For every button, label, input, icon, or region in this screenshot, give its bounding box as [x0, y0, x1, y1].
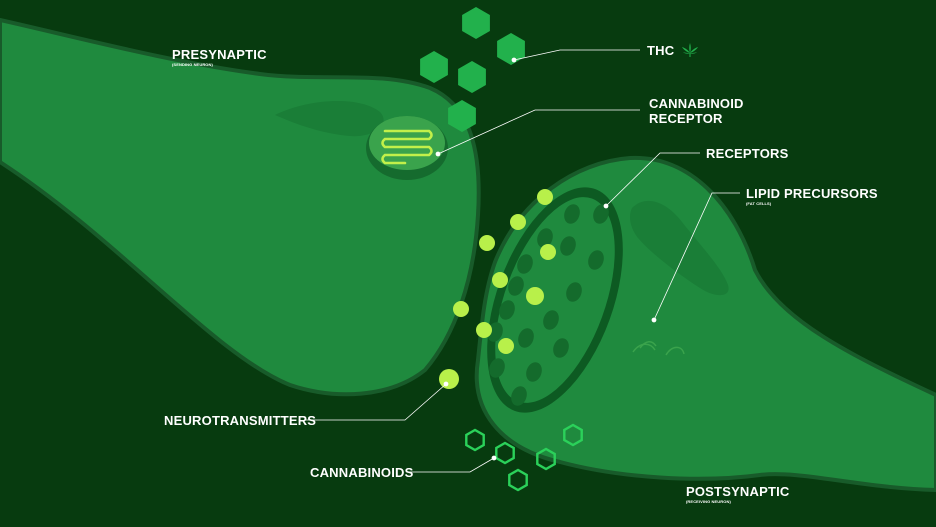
leader-lines [305, 49, 740, 473]
label-cannabinoid-receptor-line2: RECEPTOR [649, 111, 723, 126]
leader-thc-dot [511, 57, 517, 63]
receptor-zigzag [381, 129, 433, 165]
receptor-dot [566, 282, 582, 302]
leader-lipid-precursors-dot [651, 317, 657, 323]
neurotransmitter-dot [476, 322, 492, 338]
label-presynaptic-sub: (SENDING NEURON) [172, 62, 213, 67]
neurotransmitter-dot [540, 244, 556, 260]
presynaptic-shade [275, 101, 384, 137]
cannabinoid-molecule [563, 423, 583, 447]
label-cannabinoids: CANNABINOIDS [310, 465, 414, 480]
label-cannabinoid-receptor-line1: CANNABINOID [649, 96, 744, 111]
receptor-dot [526, 362, 542, 382]
label-thc-text: THC [647, 43, 675, 58]
receptor-dot [564, 204, 580, 224]
label-neurotransmitters: NEUROTRANSMITTERS [164, 413, 317, 428]
receptor-dot [508, 276, 524, 296]
label-lipid-precursors: LIPID PRECURSORS (FAT CELLS) [746, 186, 878, 206]
cannabinoid-receptor [366, 116, 448, 180]
receptor-cluster [487, 187, 623, 413]
label-postsynaptic: POSTSYNAPTIC (RECEIVING NEURON) [686, 484, 790, 504]
neurotransmitter-dot [492, 272, 508, 288]
thc-molecule [458, 61, 486, 93]
label-thc: THC [647, 43, 699, 58]
receptor-dot [537, 228, 553, 248]
leader-neurotransmitters-dot [443, 381, 449, 387]
neurotransmitter-dot [510, 214, 526, 230]
neurotransmitter-dot [439, 369, 459, 389]
neurotransmitter-dot [498, 338, 514, 354]
label-receptors: RECEPTORS [706, 146, 789, 161]
neurotransmitter-dot [453, 301, 469, 317]
leader-lipid-precursors [653, 192, 740, 321]
receptor-dot [593, 204, 609, 224]
label-cannabinoid-receptor: CANNABINOID RECEPTOR [649, 96, 744, 126]
label-postsynaptic-sub: (RECEIVING NEURON) [686, 499, 731, 504]
cannabinoid-molecule [508, 468, 528, 492]
label-postsynaptic-title: POSTSYNAPTIC [686, 484, 790, 499]
thc-molecules [420, 7, 525, 132]
thc-molecule [462, 7, 490, 39]
receptor-dot [553, 338, 569, 358]
cannabinoid-molecule [536, 447, 556, 471]
neurotransmitter-dot [479, 235, 495, 251]
receptor-dot [543, 310, 559, 330]
receptor-dot [511, 386, 527, 406]
receptor-dot [517, 254, 533, 274]
receptor-dot [499, 300, 515, 320]
receptor-dot [518, 328, 534, 348]
leader-receptors-dot [603, 203, 609, 209]
thc-molecule [497, 33, 525, 65]
leader-neurotransmitters [305, 383, 447, 421]
leader-cannabinoid-receptor-dot [435, 151, 441, 157]
lipid-precursors [632, 341, 685, 356]
label-lipid-precursors-title: LIPID PRECURSORS [746, 186, 878, 201]
label-presynaptic: PRESYNAPTIC (SENDING NEURON) [172, 47, 267, 67]
leader-cannabinoid-receptor [437, 109, 640, 155]
cannabis-leaf-icon [682, 43, 699, 57]
thc-molecule [448, 100, 476, 132]
receptor-dot [588, 250, 604, 270]
leader-cannabinoids [408, 457, 495, 473]
thc-molecule [420, 51, 448, 83]
cannabinoid-molecule [465, 428, 485, 452]
neurotransmitter-dot [537, 189, 553, 205]
label-lipid-precursors-sub: (FAT CELLS) [746, 201, 772, 206]
postsynaptic-shade [630, 200, 729, 296]
leader-cannabinoids-dot [491, 455, 497, 461]
leader-thc [513, 49, 640, 61]
receptor-dot [489, 358, 505, 378]
leader-receptors [605, 152, 700, 207]
receptor-dots [487, 204, 609, 406]
neurotransmitter-dot [526, 287, 544, 305]
neurotransmitters [439, 189, 556, 389]
label-presynaptic-title: PRESYNAPTIC [172, 47, 267, 62]
receptor-dot [560, 236, 576, 256]
